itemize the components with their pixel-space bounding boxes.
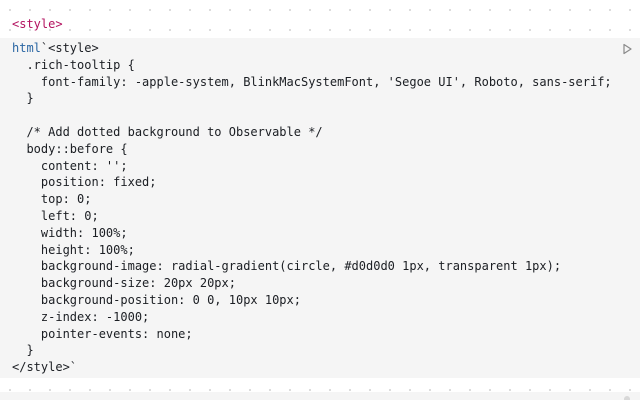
code-line: background-position: 0 0, 10px 10px;	[12, 292, 301, 307]
code-line: /* Add dotted background to Observable *…	[12, 124, 323, 139]
code-line: </style>`	[12, 360, 78, 375]
code-line: width: 100%;	[12, 225, 128, 240]
code-line: z-index: -1000;	[12, 309, 150, 324]
code-token-rest: `<style>	[40, 41, 99, 55]
code-line: content: '';	[12, 158, 128, 173]
code-line: }	[12, 343, 34, 358]
code-line: font-family: -apple-system, BlinkMacSyst…	[12, 74, 612, 89]
code-line: }	[12, 91, 34, 106]
cell-handle-icon[interactable]	[624, 396, 630, 400]
code-line: background-image: radial-gradient(circle…	[12, 259, 562, 274]
code-line: body::before {	[12, 141, 128, 156]
code-editor[interactable]: html`<style> .rich-tooltip { font-family…	[12, 40, 612, 376]
code-line: height: 100%;	[12, 242, 135, 257]
code-cell[interactable]: html`<style> .rich-tooltip { font-family…	[0, 38, 640, 378]
next-cell-edge	[0, 392, 640, 400]
code-line: position: fixed;	[12, 175, 157, 190]
code-line: top: 0;	[12, 192, 92, 207]
code-line: .rich-tooltip {	[12, 57, 135, 72]
code-token-html: html	[12, 41, 41, 55]
cell-output: <style>	[12, 17, 63, 31]
code-line: pointer-events: none;	[12, 326, 193, 341]
play-icon[interactable]	[620, 42, 634, 56]
code-line: left: 0;	[12, 208, 99, 223]
code-line: html`<style>	[12, 41, 99, 55]
code-line: background-size: 20px 20px;	[12, 276, 236, 291]
